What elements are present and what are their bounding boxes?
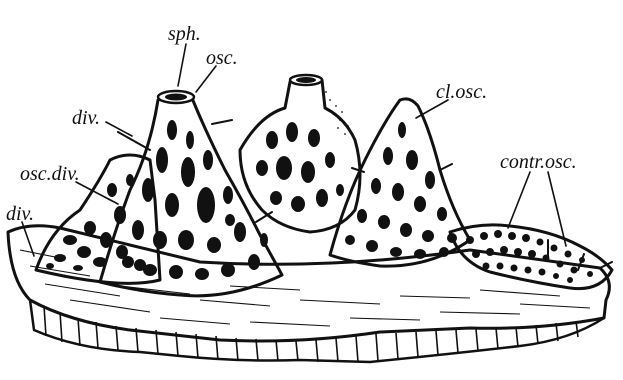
encrusting-tail xyxy=(450,225,612,289)
middle-cone xyxy=(240,75,360,232)
label-contr-osc: contr.osc. xyxy=(500,151,577,173)
right-cone xyxy=(330,99,470,266)
label-osc-div: osc.div. xyxy=(20,163,80,185)
label-div-lower: div. xyxy=(6,203,34,225)
leader-contr-osc-1 xyxy=(508,172,530,228)
label-div-upper: div. xyxy=(72,107,100,129)
label-cl-osc: cl.osc. xyxy=(436,81,487,103)
leader-sph xyxy=(178,44,186,86)
label-osc-top: osc. xyxy=(206,47,238,69)
main-cone xyxy=(100,91,282,296)
label-sph: sph. xyxy=(168,23,201,45)
base-slab xyxy=(8,226,609,362)
leader-osc-top xyxy=(196,66,216,92)
leader-div-upper xyxy=(106,122,132,136)
